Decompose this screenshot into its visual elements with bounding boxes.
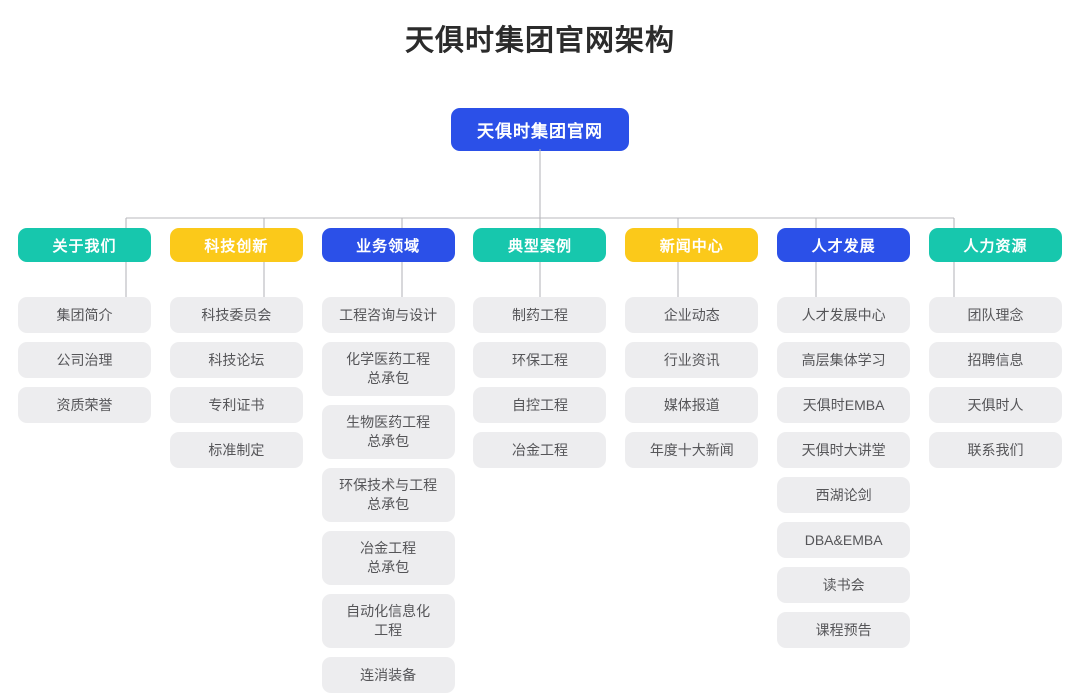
- column-news-center: 新闻中心 企业动态 行业资讯 媒体报道 年度十大新闻: [625, 228, 759, 693]
- column-typical-cases: 典型案例 制药工程 环保工程 自控工程 冶金工程: [473, 228, 607, 693]
- list-item[interactable]: 冶金工程: [473, 432, 607, 468]
- column-talent-development: 人才发展 人才发展中心 高层集体学习 天俱时EMBA 天俱时大讲堂 西湖论剑 D…: [777, 228, 911, 693]
- list-item[interactable]: 科技委员会: [169, 297, 303, 333]
- list-item[interactable]: 化学医药工程 总承包: [321, 342, 455, 396]
- root-node-container: 天俱时集团官网: [0, 108, 1080, 151]
- column-header-news-center[interactable]: 新闻中心: [625, 228, 759, 262]
- list-item[interactable]: 环保技术与工程 总承包: [321, 468, 455, 522]
- list-item[interactable]: 人才发展中心: [777, 297, 911, 333]
- columns-container: 关于我们 集团简介 公司治理 资质荣誉 科技创新 科技委员会 科技论坛 专利证书…: [0, 228, 1080, 693]
- list-item[interactable]: 课程预告: [777, 612, 911, 648]
- column-items-news-center: 企业动态 行业资讯 媒体报道 年度十大新闻: [625, 297, 759, 468]
- column-header-business-areas[interactable]: 业务领域: [321, 228, 455, 262]
- list-item[interactable]: 读书会: [777, 567, 911, 603]
- root-node[interactable]: 天俱时集团官网: [451, 108, 629, 151]
- list-item[interactable]: 行业资讯: [625, 342, 759, 378]
- list-item[interactable]: 环保工程: [473, 342, 607, 378]
- column-items-human-resources: 团队理念 招聘信息 天俱时人 联系我们: [928, 297, 1062, 468]
- list-item[interactable]: 企业动态: [625, 297, 759, 333]
- list-item[interactable]: 年度十大新闻: [625, 432, 759, 468]
- list-item[interactable]: 自动化信息化 工程: [321, 594, 455, 648]
- column-items-talent-development: 人才发展中心 高层集体学习 天俱时EMBA 天俱时大讲堂 西湖论剑 DBA&EM…: [777, 297, 911, 648]
- list-item[interactable]: 招聘信息: [928, 342, 1062, 378]
- list-item[interactable]: 专利证书: [169, 387, 303, 423]
- list-item[interactable]: 媒体报道: [625, 387, 759, 423]
- column-header-human-resources[interactable]: 人力资源: [928, 228, 1062, 262]
- list-item[interactable]: 联系我们: [928, 432, 1062, 468]
- column-items-tech-innovation: 科技委员会 科技论坛 专利证书 标准制定: [169, 297, 303, 468]
- list-item[interactable]: 自控工程: [473, 387, 607, 423]
- column-items-typical-cases: 制药工程 环保工程 自控工程 冶金工程: [473, 297, 607, 468]
- list-item[interactable]: 集团简介: [18, 297, 151, 333]
- list-item[interactable]: 高层集体学习: [777, 342, 911, 378]
- column-about-us: 关于我们 集团简介 公司治理 资质荣誉: [18, 228, 151, 693]
- list-item[interactable]: 天俱时EMBA: [777, 387, 911, 423]
- list-item[interactable]: 西湖论剑: [777, 477, 911, 513]
- list-item[interactable]: 标准制定: [169, 432, 303, 468]
- column-human-resources: 人力资源 团队理念 招聘信息 天俱时人 联系我们: [928, 228, 1062, 693]
- list-item[interactable]: 公司治理: [18, 342, 151, 378]
- list-item[interactable]: 团队理念: [928, 297, 1062, 333]
- column-header-talent-development[interactable]: 人才发展: [777, 228, 911, 262]
- list-item[interactable]: 连消装备: [321, 657, 455, 693]
- column-header-about-us[interactable]: 关于我们: [18, 228, 151, 262]
- column-header-tech-innovation[interactable]: 科技创新: [169, 228, 303, 262]
- list-item[interactable]: 资质荣誉: [18, 387, 151, 423]
- list-item[interactable]: DBA&EMBA: [777, 522, 911, 558]
- list-item[interactable]: 科技论坛: [169, 342, 303, 378]
- list-item[interactable]: 天俱时人: [928, 387, 1062, 423]
- list-item[interactable]: 制药工程: [473, 297, 607, 333]
- page-title: 天俱时集团官网架构: [404, 25, 675, 57]
- column-business-areas: 业务领域 工程咨询与设计 化学医药工程 总承包 生物医药工程 总承包 环保技术与…: [321, 228, 455, 693]
- list-item[interactable]: 工程咨询与设计: [321, 297, 455, 333]
- column-items-business-areas: 工程咨询与设计 化学医药工程 总承包 生物医药工程 总承包 环保技术与工程 总承…: [321, 297, 455, 693]
- list-item[interactable]: 生物医药工程 总承包: [321, 405, 455, 459]
- column-header-typical-cases[interactable]: 典型案例: [473, 228, 607, 262]
- list-item[interactable]: 冶金工程 总承包: [321, 531, 455, 585]
- list-item[interactable]: 天俱时大讲堂: [777, 432, 911, 468]
- column-items-about-us: 集团简介 公司治理 资质荣誉: [18, 297, 151, 423]
- column-tech-innovation: 科技创新 科技委员会 科技论坛 专利证书 标准制定: [169, 228, 303, 693]
